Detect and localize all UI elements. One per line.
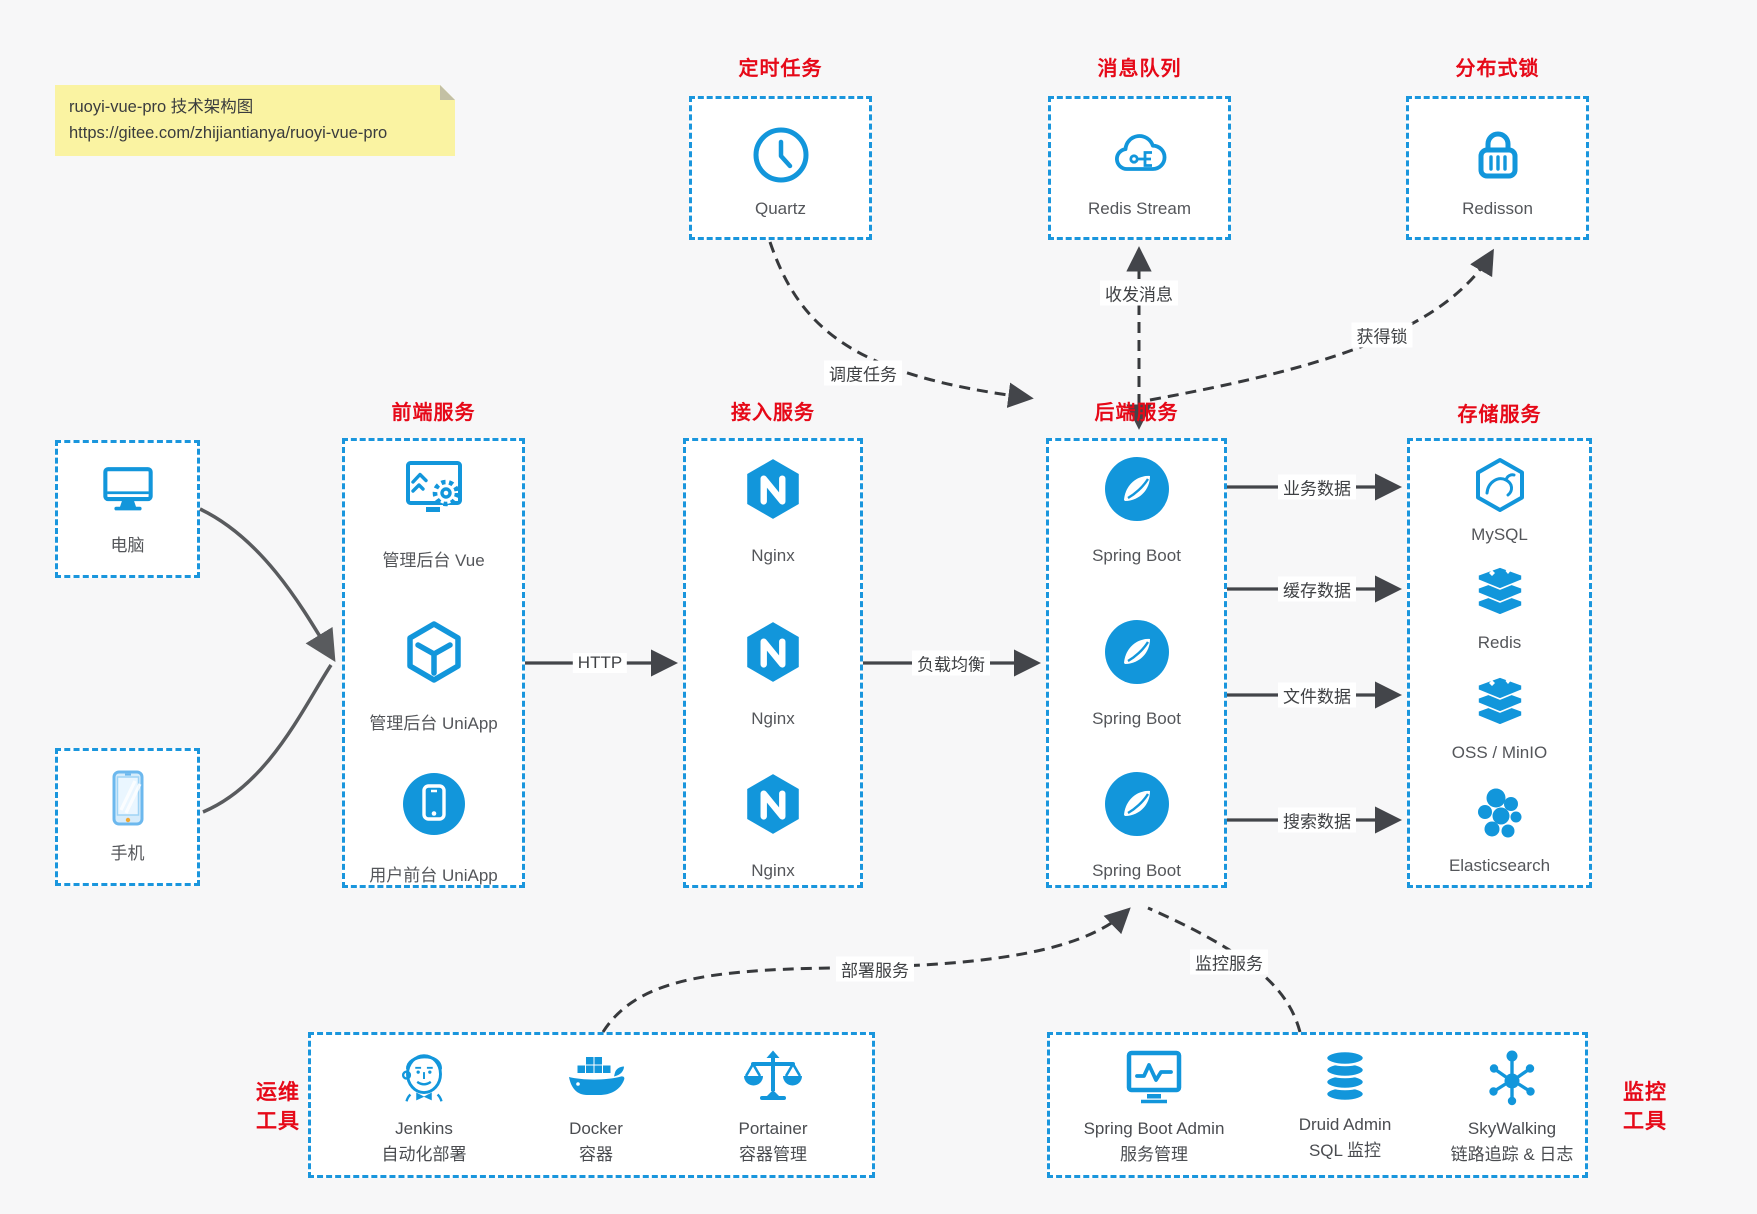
quartz-box: Quartz <box>689 96 872 240</box>
backend-item-label: Spring Boot <box>1092 709 1181 728</box>
elasticsearch-icon <box>1470 786 1530 846</box>
desktop-icon <box>99 461 157 519</box>
edge-acquire-lock <box>1149 248 1494 402</box>
edge-label-http: HTTP <box>572 653 628 673</box>
tool-desc: 链路追踪 & 日志 <box>1450 1145 1574 1164</box>
group-title-scheduled: 定时任务 <box>738 58 823 80</box>
monitoring-title: 监控 工具 <box>1623 1081 1667 1133</box>
gateway-item-label: Nginx <box>751 709 795 728</box>
uniapp-cube-icon <box>401 619 467 685</box>
mobile-box: 手机 <box>55 748 200 886</box>
docker-item: Docker 容器 <box>496 1045 696 1168</box>
tool-name: Portainer <box>738 1119 808 1138</box>
tool-desc: 容器 <box>579 1145 613 1164</box>
sticky-note: ruoyi-vue-pro 技术架构图 https://gitee.com/zh… <box>55 85 455 156</box>
edge-label-cache-data: 缓存数据 <box>1278 576 1356 602</box>
tool-name: SkyWalking <box>1467 1119 1557 1138</box>
edge-label-schedule: 调度任务 <box>824 360 902 386</box>
monitoring-box: Spring Boot Admin 服务管理 Druid Admin SQL 监… <box>1047 1032 1588 1178</box>
frontend-item-label: 用户前台 UniApp <box>369 866 498 885</box>
storage-item-label: Redis <box>1477 633 1522 652</box>
jenkins-item: Jenkins 自动化部署 <box>324 1045 524 1168</box>
tool-name: Docker <box>569 1119 623 1138</box>
redisson-box: Redisson <box>1406 96 1589 240</box>
spring-boot-icon <box>1104 619 1170 685</box>
frontend-item-label: 管理后台 UniApp <box>369 714 498 733</box>
tool-desc: 自动化部署 <box>381 1145 467 1164</box>
storage-box: MySQL Redis OSS / MinIO Elasticsearch <box>1407 438 1592 888</box>
portainer-item: Portainer 容器管理 <box>673 1045 873 1168</box>
quartz-label: Quartz <box>754 199 807 218</box>
spring-boot-icon <box>1104 456 1170 522</box>
portainer-scales-icon <box>740 1045 806 1111</box>
jenkins-icon <box>391 1045 457 1111</box>
edge-label-monitor: 监控服务 <box>1190 949 1268 975</box>
group-title-frontend: 前端服务 <box>391 402 476 424</box>
cloud-circuit-icon <box>1108 123 1172 187</box>
pc-label: 电脑 <box>110 536 145 555</box>
tool-name: Jenkins <box>395 1119 453 1138</box>
mysql-icon <box>1470 455 1530 515</box>
gateway-item-label: Nginx <box>751 546 795 565</box>
edge-label-acquire-lock: 获得锁 <box>1351 322 1413 348</box>
oss-minio-stack-icon <box>1470 673 1530 733</box>
storage-item-label: MySQL <box>1471 525 1528 544</box>
backend-item-label: Spring Boot <box>1092 861 1181 880</box>
tool-desc: SQL 监控 <box>1308 1141 1382 1160</box>
mobile-label: 手机 <box>110 844 145 863</box>
nginx-icon <box>740 619 806 685</box>
database-icon <box>1314 1045 1376 1107</box>
group-title-gateway: 接入服务 <box>731 402 815 424</box>
note-url: https://gitee.com/zhijiantianya/ruoyi-vu… <box>69 124 388 143</box>
redis-stack-icon <box>1470 563 1530 623</box>
frontend-item-label: 管理后台 Vue <box>382 551 485 570</box>
spring-boot-admin-item: Spring Boot Admin 服务管理 <box>1054 1045 1254 1168</box>
nginx-icon <box>740 771 806 837</box>
nginx-icon <box>740 456 806 522</box>
spring-boot-icon <box>1104 771 1170 837</box>
edge-pc-to-frontend <box>199 507 336 663</box>
pc-box: 电脑 <box>55 440 200 578</box>
gateway-box: Nginx Nginx Nginx <box>683 438 863 888</box>
edge-label-message: 收发消息 <box>1100 280 1178 306</box>
storage-item-label: Elasticsearch <box>1448 856 1551 875</box>
admin-vue-icon <box>401 456 467 522</box>
admin-monitor-icon <box>1121 1045 1187 1111</box>
group-title-mq: 消息队列 <box>1097 58 1182 80</box>
skywalking-item: SkyWalking 链路追踪 & 日志 <box>1412 1045 1612 1168</box>
ops-title: 运维 工具 <box>256 1081 300 1133</box>
note-title: ruoyi-vue-pro 技术架构图 <box>69 98 254 116</box>
redis-stream-label: Redis Stream <box>1088 199 1191 218</box>
edge-label-biz-data: 业务数据 <box>1278 474 1356 500</box>
group-title-lock: 分布式锁 <box>1455 58 1540 80</box>
edge-label-file-data: 文件数据 <box>1278 682 1356 708</box>
group-title-storage: 存储服务 <box>1457 404 1542 426</box>
tool-name: Druid Admin <box>1298 1115 1392 1134</box>
edge-label-load-balance: 负载均衡 <box>912 650 990 676</box>
uniapp-user-icon <box>401 771 467 837</box>
clock-icon <box>749 123 813 187</box>
tool-name: Spring Boot Admin <box>1083 1119 1225 1138</box>
ops-box: Jenkins 自动化部署 Docker 容器 Portainer 容器管理 <box>308 1032 875 1178</box>
tool-desc: 容器管理 <box>739 1145 807 1164</box>
gateway-item-label: Nginx <box>751 861 795 880</box>
padlock-icon <box>1466 123 1530 187</box>
edge-label-search-data: 搜索数据 <box>1278 807 1356 833</box>
smartphone-icon <box>99 769 157 827</box>
edge-label-deploy: 部署服务 <box>836 956 914 982</box>
backend-box: Spring Boot Spring Boot Spring Boot <box>1046 438 1227 888</box>
docker-whale-icon <box>563 1045 629 1111</box>
storage-item-label: OSS / MinIO <box>1451 743 1548 762</box>
redisson-label: Redisson <box>1462 199 1533 218</box>
frontend-box: 管理后台 Vue 管理后台 UniApp 用户前台 UniApp <box>342 438 525 888</box>
group-title-backend: 后端服务 <box>1094 402 1179 424</box>
backend-item-label: Spring Boot <box>1092 546 1181 565</box>
druid-admin-item: Druid Admin SQL 监控 <box>1245 1045 1445 1164</box>
network-nodes-icon <box>1479 1045 1545 1111</box>
edge-mobile-to-frontend <box>202 664 333 814</box>
tool-desc: 服务管理 <box>1120 1145 1188 1164</box>
redis-stream-box: Redis Stream <box>1048 96 1231 240</box>
